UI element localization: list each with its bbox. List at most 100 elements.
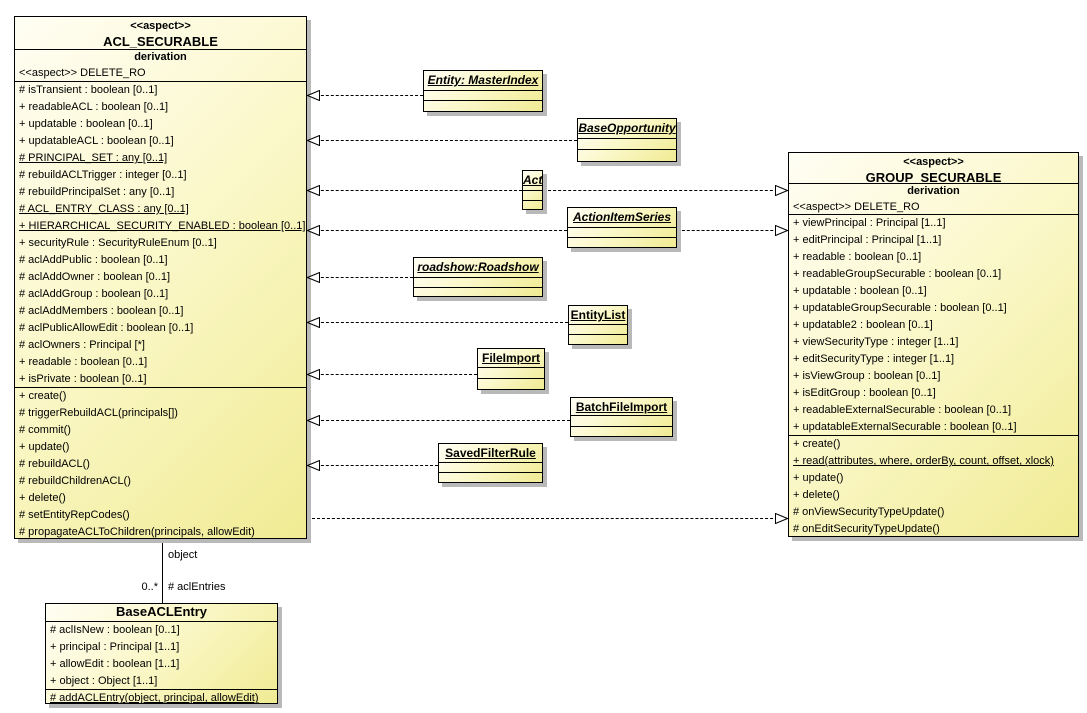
attribute-row: + updatableGroupSecurable : boolean [0..… [793,302,1007,314]
class-baseopportunity[interactable]: BaseOpportunity [577,118,677,162]
class-entitylist[interactable]: EntityList [568,305,628,345]
method-row: + create() [793,438,841,450]
attribute-row: + updatableExternalSecurable : boolean [… [793,421,1017,433]
attributes-compartment [424,90,542,100]
class-roadshow[interactable]: roadshow:Roadshow [413,257,543,297]
methods-compartment [414,287,542,296]
realization-line-actionitemseries-to-acl[interactable] [306,230,567,231]
generalization-arrowhead-icon [775,185,788,196]
class-name: BaseACLEntry [115,604,208,619]
methods-compartment [523,200,542,209]
attribute-row: + viewSecurityType : integer [1..1] [793,336,959,348]
class-fileimport[interactable]: FileImport [477,348,545,390]
attributes-compartment [569,324,627,334]
realization-line-batchfileimport-to-acl[interactable] [306,420,570,421]
generalization-arrowhead-icon [307,317,320,328]
realization-line-act-to-group[interactable] [543,190,788,191]
attribute-row: # ACL_ENTRY_CLASS : any [0..1] [19,203,189,215]
method-row: # rebuildACL() [19,458,90,470]
realization-line-roadshow-to-acl[interactable] [306,277,413,278]
attributes-compartment: # aclIsNew : boolean [0..1]+ principal :… [46,621,277,689]
class-baseaclentry[interactable]: BaseACLEntry # aclIsNew : boolean [0..1]… [45,603,278,704]
class-name: ACL_SECURABLE [103,34,218,49]
association-role-aclentries-label: # aclEntries [168,581,226,593]
method-row: # addACLEntry(object, principal, allowEd… [50,692,259,703]
attribute-row: + viewPrincipal : Principal [1..1] [793,217,946,229]
realization-line-baseopportunity-to-acl[interactable] [306,140,577,141]
realization-line-entitylist-to-acl[interactable] [306,322,568,323]
class-acl-securable[interactable]: <<aspect>> ACL_SECURABLE derivation <<as… [14,16,307,539]
class-batchfileimport[interactable]: BatchFileImport [570,397,673,437]
method-row: # commit() [19,424,71,436]
methods-compartment [571,426,672,436]
generalization-arrowhead-icon [307,135,320,146]
generalization-arrowhead-icon [775,513,788,524]
association-line-acl-to-baseaclentry[interactable] [162,540,163,603]
attribute-row: + updatable : boolean [0..1] [19,118,153,130]
method-row: # rebuildChildrenACL() [19,475,131,487]
generalization-arrowhead-icon [307,415,320,426]
methods-compartment: # addACLEntry(object, principal, allowEd… [46,689,277,703]
methods-compartment: + create()# triggerRebuildACL(principals… [15,387,306,538]
attribute-row: + principal : Principal [1..1] [50,641,180,653]
generalization-arrowhead-icon [307,90,320,101]
attribute-row: + readableGroupSecurable : boolean [0..1… [793,268,1002,280]
attribute-row: + updatable2 : boolean [0..1] [793,319,933,331]
sub-stereotype: <<aspect>> DELETE_RO [793,201,920,213]
method-row: + delete() [19,492,66,504]
attribute-row: # aclAddOwner : boolean [0..1] [19,271,171,283]
realization-line-entity-masterindex-to-acl[interactable] [306,95,423,96]
class-group-securable[interactable]: <<aspect>> GROUP_SECURABLE derivation <<… [788,152,1079,537]
class-entity-masterindex[interactable]: Entity: MasterIndex [423,70,543,112]
stereotype-label: <<aspect>> [130,20,191,32]
methods-compartment [568,237,676,247]
class-name: Entity: MasterIndex [427,73,539,87]
method-row: # triggerRebuildACL(principals[]) [19,407,178,419]
stereotype-label: <<aspect>> [903,156,964,168]
attribute-row: # aclPublicAllowEdit : boolean [0..1] [19,322,194,334]
class-name: BaseOpportunity [578,121,676,135]
class-name: roadshow:Roadshow [417,260,539,274]
realization-line-act-to-acl[interactable] [306,190,522,191]
attributes-compartment [439,462,542,472]
class-name: EntityList [570,308,626,322]
realization-line-savedfilterrule-to-acl[interactable] [306,465,438,466]
class-header: <<aspect>> ACL_SECURABLE [15,17,306,49]
realization-line-fileimport-to-acl[interactable] [306,374,477,375]
generalization-arrowhead-icon [307,225,320,236]
attribute-row: + securityRule : SecurityRuleEnum [0..1] [19,237,217,249]
class-name: SavedFilterRule [445,446,536,460]
attribute-row: # PRINCIPAL_SET : any [0..1] [19,152,168,164]
attribute-row: + isViewGroup : boolean [0..1] [793,370,941,382]
class-name: GROUP_SECURABLE [865,170,1002,183]
generalization-arrowhead-icon [307,272,320,283]
attribute-row: # aclAddMembers : boolean [0..1] [19,305,184,317]
attributes-compartment [568,227,676,237]
attribute-row: + object : Object [1..1] [50,675,158,687]
class-savedfilterrule[interactable]: SavedFilterRule [438,443,543,483]
method-row: # propagateACLToChildren(principals, all… [19,526,255,538]
attribute-row: + HIERARCHICAL_SECURITY_ENABLED : boolea… [19,220,306,232]
attributes-compartment [478,367,544,378]
realization-line-actionitemseries-to-group[interactable] [677,230,788,231]
methods-compartment: + create()+ read(attributes, where, orde… [789,435,1078,536]
association-multiplicity-label: 0..* [141,581,158,593]
methods-compartment [439,472,542,482]
methods-compartment [424,100,542,111]
method-row: + delete() [793,489,840,501]
attributes-compartment [414,277,542,287]
attribute-row: # isTransient : boolean [0..1] [19,84,158,96]
attribute-row: + readable : boolean [0..1] [19,356,148,368]
attribute-row: + readableExternalSecurable : boolean [0… [793,404,1012,416]
tag-compartment: derivation <<aspect>> DELETE_RO [15,49,306,81]
attribute-row: + isPrivate : boolean [0..1] [19,373,147,385]
realization-line-acl-to-group[interactable] [307,518,788,519]
attribute-row: + readableACL : boolean [0..1] [19,101,169,113]
method-row: + update() [19,441,70,453]
attribute-row: + readable : boolean [0..1] [793,251,922,263]
class-actionitemseries[interactable]: ActionItemSeries [567,207,677,248]
class-act[interactable]: Act [522,170,543,210]
attribute-row: # rebuildACLTrigger : integer [0..1] [19,169,187,181]
methods-compartment [569,334,627,344]
